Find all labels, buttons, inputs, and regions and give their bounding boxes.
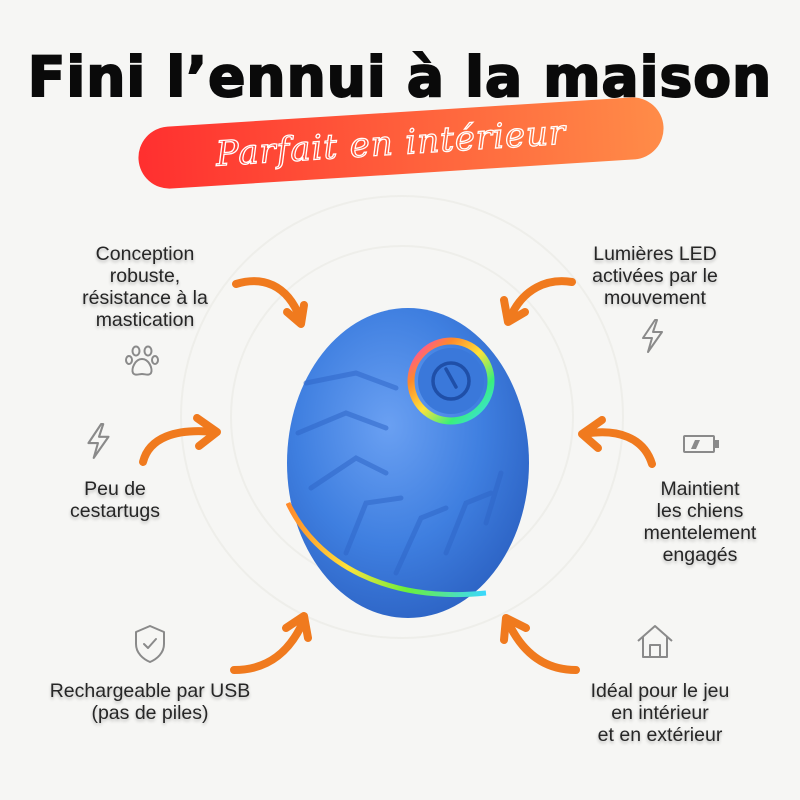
lightning-icon [87,423,110,459]
feature-line: et en extérieur [597,724,723,746]
arrow-icon [500,277,576,326]
background-ring [180,195,624,639]
feature-engaged: Maintient les chiens mentelement engagés [620,478,780,566]
feature-usb: Rechargeable par USB (pas de piles) [30,680,270,724]
arrow-icon [232,277,308,328]
feature-indoor-outdoor: Idéal pour le jeu en intérieur et en ext… [570,680,750,746]
banner-label: Parfait en intérieur [214,112,568,175]
feature-line: engagés [662,544,738,566]
page-title: Fini l’ennui à la maison [27,44,773,110]
feature-line: activées par le [592,265,718,287]
power-button-icon [407,337,495,425]
shield-check-icon [135,625,165,663]
feature-line: les chiens [656,500,744,522]
lightning-icon [642,319,663,353]
banner: Parfait en intérieur [136,95,666,191]
feature-line: Peu de [84,478,146,500]
feature-line: en intérieur [611,702,709,724]
arrow-icon [230,612,312,674]
feature-led: Lumières LED activées par le mouvement [560,243,750,309]
arrow-icon [139,414,221,466]
battery-icon [683,435,719,453]
arrow-icon [500,614,580,674]
feature-line: mastication [95,309,195,331]
paw-icon [125,345,159,376]
feature-durable: Conception robuste, résistance à la mast… [45,243,245,331]
feature-line: Maintient [660,478,740,500]
feature-line: robuste, [109,265,181,287]
product-ball-image [286,308,529,618]
feature-line: Idéal pour le jeu [590,680,730,702]
feature-line: (pas de piles) [91,702,209,724]
feature-line: résistance à la [82,287,208,309]
arrow-icon [578,416,656,468]
feature-line: Lumières LED [593,243,717,265]
house-icon [637,625,673,658]
feature-line: Conception [95,243,195,265]
feature-line: mouvement [604,287,706,309]
feature-low-maintenance: Peu de cestartugs [40,478,190,522]
feature-line: Rechargeable par USB [49,680,251,702]
feature-line: mentelement [643,522,757,544]
feature-line: cestartugs [70,500,160,522]
